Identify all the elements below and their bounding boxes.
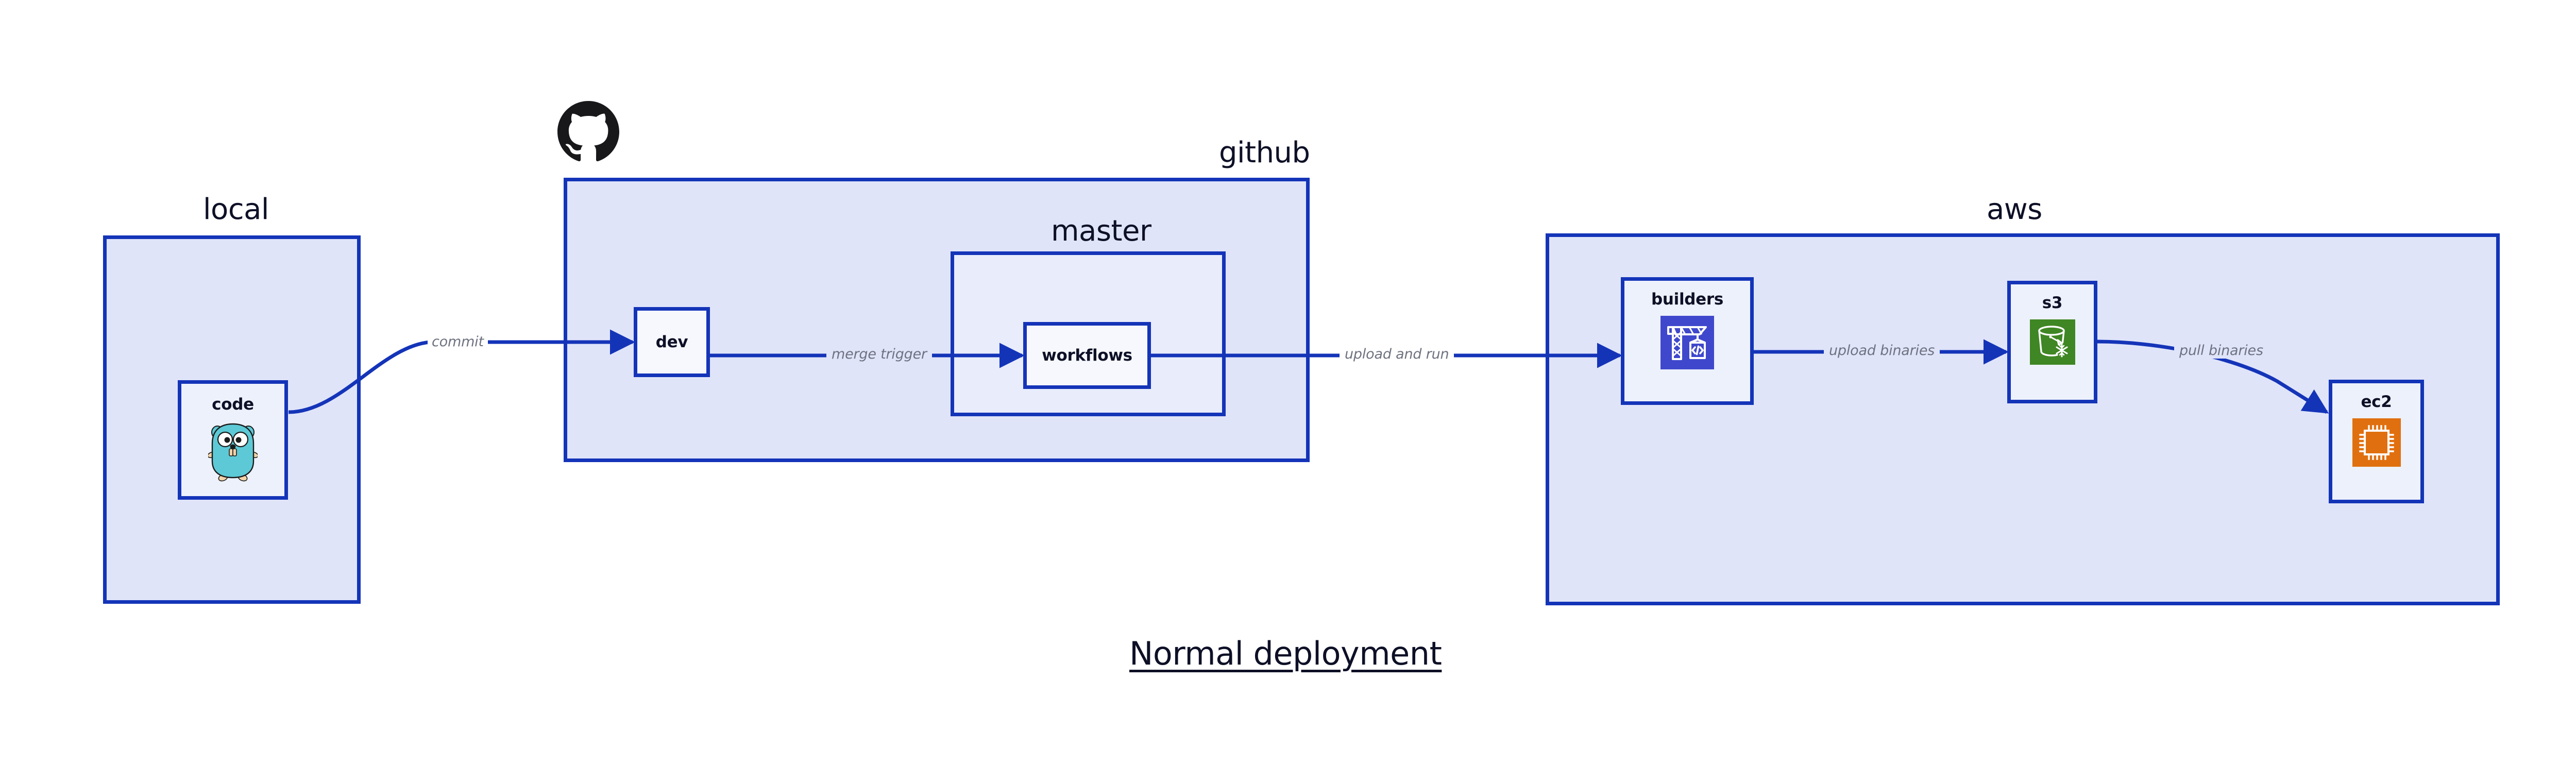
node-dev-label: dev bbox=[655, 333, 688, 351]
zone-label-aws: aws bbox=[1987, 193, 2042, 226]
edge-label-pull-binaries: pull binaries bbox=[2174, 343, 2268, 359]
github-octocat-icon bbox=[557, 101, 619, 163]
node-s3-label: s3 bbox=[2042, 294, 2063, 312]
edge-label-merge-trigger: merge trigger bbox=[826, 346, 932, 362]
edge-label-upload-and-run: upload and run bbox=[1340, 346, 1454, 362]
node-dev[interactable]: dev bbox=[634, 307, 710, 377]
zone-label-local: local bbox=[203, 193, 269, 226]
go-gopher-icon bbox=[207, 421, 259, 482]
node-s3[interactable]: s3 bbox=[2007, 281, 2097, 403]
node-workflows-label: workflows bbox=[1042, 346, 1132, 365]
node-code-label: code bbox=[212, 395, 254, 414]
node-workflows[interactable]: workflows bbox=[1023, 322, 1151, 389]
edge-label-upload-binaries: upload binaries bbox=[1824, 343, 1940, 359]
aws-s3-glacier-icon bbox=[2029, 319, 2075, 365]
edge-label-commit: commit bbox=[428, 334, 488, 350]
node-code[interactable]: code bbox=[178, 380, 288, 500]
aws-codebuild-icon bbox=[1660, 316, 1714, 369]
aws-ec2-icon bbox=[2352, 418, 2401, 467]
zone-label-github: github bbox=[1219, 136, 1310, 169]
diagram-title: Normal deployment bbox=[1129, 635, 1442, 672]
zone-label-master: master bbox=[1051, 214, 1151, 248]
node-builders[interactable]: builders bbox=[1621, 277, 1754, 405]
node-builders-label: builders bbox=[1651, 290, 1724, 309]
node-ec2[interactable]: ec2 bbox=[2329, 380, 2424, 503]
node-ec2-label: ec2 bbox=[2361, 393, 2392, 411]
